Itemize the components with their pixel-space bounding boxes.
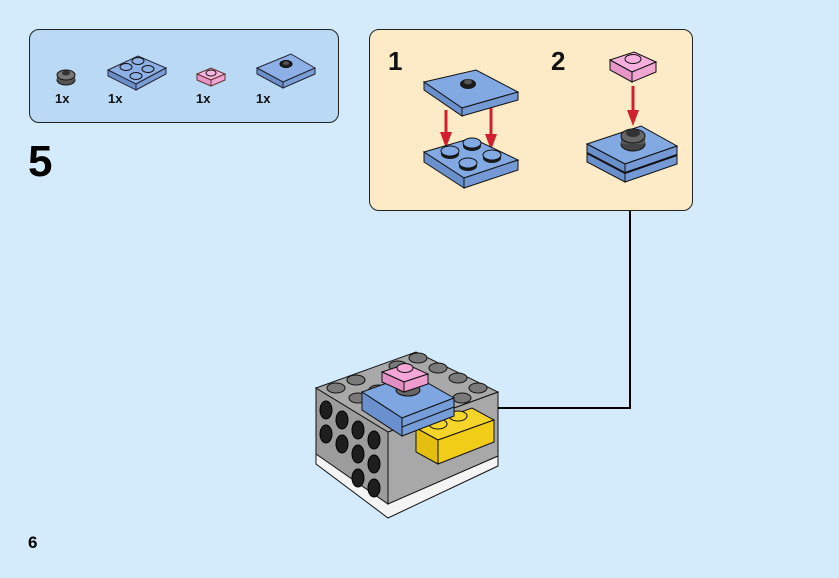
part-quantity: 1x (196, 91, 211, 106)
part-quantity: 1x (55, 91, 70, 106)
substep-1-jumper-plate-icon (422, 69, 520, 117)
red-arrow-icon (440, 110, 452, 148)
substep-number-1: 1 (388, 46, 403, 76)
substep-2-stacked-plates-icon (585, 125, 679, 183)
red-arrow-icon (485, 108, 497, 150)
part-plate-1x1-pink-icon (195, 67, 227, 87)
substep-number-2: 2 (551, 46, 566, 76)
parts-list-panel: 1x 1x 1x 1x (29, 29, 339, 123)
part-jumper-plate-blue-icon (255, 53, 317, 89)
assembled-model-illustration (314, 351, 500, 519)
substep-callout: 1 2 (369, 29, 693, 211)
part-round-plate-gray-icon (56, 69, 76, 86)
part-quantity: 1x (108, 91, 123, 106)
part-quantity: 1x (256, 91, 271, 106)
substep-1-plate-2x2-icon (422, 137, 520, 189)
red-arrow-icon (627, 86, 639, 126)
page-number: 6 (28, 533, 38, 552)
substep-2-pink-plate-icon (608, 51, 658, 83)
part-plate-2x2-blue-icon (106, 55, 168, 91)
step-number: 5 (28, 137, 53, 186)
